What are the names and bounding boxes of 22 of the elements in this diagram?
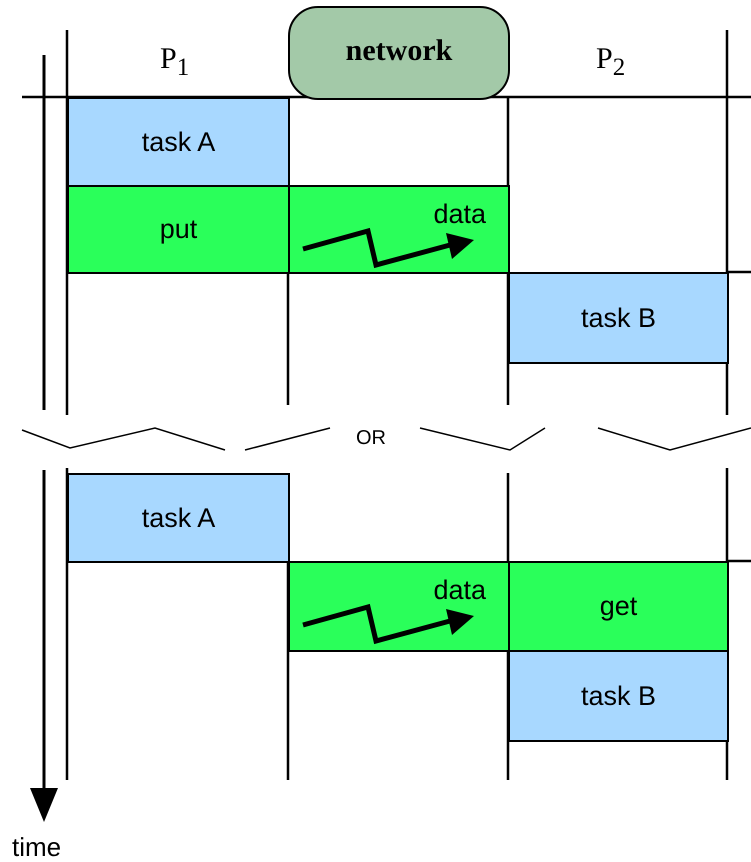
break-label: OR: [356, 427, 386, 450]
box-label: put: [160, 214, 198, 245]
transfer-block: [288, 185, 510, 274]
task-block: [67, 473, 290, 563]
box-label: task B: [580, 302, 656, 334]
lane-heading: P$_{1}$: [160, 42, 190, 82]
box-label: task A: [142, 502, 216, 534]
box-label: task B: [580, 680, 656, 712]
network-header: [288, 6, 510, 100]
box-label: data: [433, 199, 486, 230]
task-block: [508, 272, 729, 364]
communication-block: [508, 561, 729, 652]
box-label: data: [433, 575, 486, 606]
communication-block: [67, 185, 290, 274]
task-block: [67, 97, 290, 187]
task-block: [508, 650, 729, 742]
axis-label: time: [12, 832, 62, 862]
box-label: task A: [142, 126, 216, 158]
box-label: get: [600, 591, 638, 622]
box-label: network: [346, 34, 452, 68]
lane-heading: P$_{2}$: [596, 42, 626, 82]
transfer-block: [288, 561, 510, 652]
